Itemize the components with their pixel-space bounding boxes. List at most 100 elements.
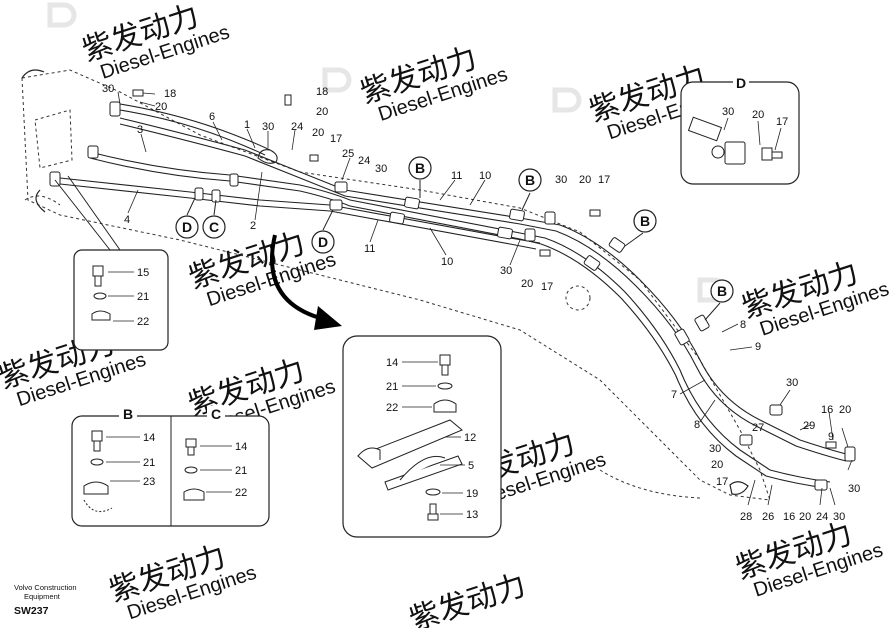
part-number: 21 [137, 291, 149, 303]
callout: 8 [740, 319, 746, 331]
section-bc-panel: B C 14 21 23 14 21 22 [71, 406, 270, 527]
callout: 25 [342, 148, 354, 160]
part-number: 22 [386, 402, 398, 414]
callout: 17 [598, 174, 610, 186]
section-marker-c[interactable]: C [202, 199, 226, 239]
bracket-detail-panel: 15 21 22 [54, 175, 169, 351]
callout: 30 [375, 163, 387, 175]
section-marker-b[interactable]: B [704, 279, 734, 321]
marker-label: B [717, 283, 727, 299]
callout: 24 [816, 511, 828, 523]
flange-icon [687, 116, 783, 165]
section-marker-d[interactable]: D [175, 197, 199, 239]
callout: 3 [137, 124, 143, 136]
callout: 10 [441, 256, 453, 268]
section-marker-b[interactable]: B [518, 168, 542, 211]
callout: 30 [833, 511, 845, 523]
leader-lines [117, 91, 853, 506]
callout: 18 [316, 86, 328, 98]
watermark-brand: 紫发动力 [406, 569, 530, 628]
callout: 20 [155, 101, 167, 113]
callout: 24 [291, 121, 303, 133]
marker-label: C [209, 219, 219, 235]
part-number: 21 [235, 465, 247, 477]
callout: 20 [839, 404, 851, 416]
part-number: 21 [386, 381, 398, 393]
part-number: 14 [143, 432, 155, 444]
callout: 20 [799, 511, 811, 523]
part-number: 19 [466, 488, 478, 500]
callout: 17 [330, 133, 342, 145]
detail-arrow [270, 234, 342, 330]
callout: 29 [803, 420, 815, 432]
callout: 30 [709, 443, 721, 455]
callout: 20 [521, 278, 533, 290]
callout: 24 [358, 155, 370, 167]
callout: 17 [716, 476, 728, 488]
part-number: 21 [143, 457, 155, 469]
callout: 18 [164, 88, 176, 100]
section-marker-b[interactable]: B [408, 156, 432, 198]
callout: 20 [711, 459, 723, 471]
marker-label: D [318, 234, 328, 250]
callout: 30 [102, 83, 114, 95]
callout: 30 [262, 121, 274, 133]
callout: 6 [209, 111, 215, 123]
callout: 30 [555, 174, 567, 186]
callout: 9 [755, 341, 761, 353]
callout: 20 [579, 174, 591, 186]
callout: 26 [762, 511, 774, 523]
drawing-code: SW237 [14, 605, 49, 617]
section-marker-b[interactable]: B [624, 209, 657, 247]
callout: 27 [752, 422, 764, 434]
callout: 7 [671, 389, 677, 401]
part-number: 5 [468, 460, 474, 472]
callout: 11 [451, 170, 462, 182]
part-number: 23 [143, 476, 155, 488]
callout: 28 [740, 511, 752, 523]
marker-label: B [415, 160, 425, 176]
callout: 30 [500, 265, 512, 277]
part-number: 12 [464, 432, 476, 444]
part-number: 17 [776, 116, 788, 128]
panel-title: C [211, 406, 221, 422]
callout: 16 [783, 511, 795, 523]
callout: 2 [250, 220, 256, 232]
callout: 9 [828, 431, 834, 443]
section-marker-d[interactable]: D [311, 209, 335, 254]
detail-d-panel: D D 30 20 17 [680, 74, 800, 185]
hydraulic-lines [59, 103, 851, 489]
callouts: 30 18 20 6 3 4 1 30 24 18 20 20 17 2 25 … [102, 83, 860, 523]
callout: 30 [786, 377, 798, 389]
part-number: 20 [752, 109, 764, 121]
boom-outline [21, 69, 771, 501]
part-number: 22 [235, 487, 247, 499]
clamp-detail-panel: 14 21 22 12 5 19 13 [342, 335, 502, 538]
part-number: 30 [722, 106, 734, 118]
part-number: 13 [466, 509, 478, 521]
marker-label: D [182, 219, 192, 235]
callout: 30 [848, 483, 860, 495]
callout: 20 [312, 127, 324, 139]
callout: 17 [541, 281, 553, 293]
caption-line2: Equipment [24, 592, 60, 601]
part-number: 14 [386, 357, 398, 369]
part-number: 22 [137, 316, 149, 328]
callout: 4 [124, 214, 130, 226]
part-number: 15 [137, 267, 149, 279]
marker-label: B [525, 172, 535, 188]
part-number: 14 [235, 441, 247, 453]
callout: 8 [694, 419, 700, 431]
panel-title: B [123, 406, 133, 422]
caption-line1: Volvo Construction [14, 583, 77, 592]
caption: Volvo Construction Equipment SW237 [14, 583, 77, 616]
callout: 11 [364, 243, 375, 255]
callout: 20 [316, 106, 328, 118]
callout: 1 [244, 119, 250, 131]
section-markers: B B B B D C D [175, 156, 734, 321]
clamps [49, 89, 856, 491]
marker-label: B [640, 213, 650, 229]
boom-edges [21, 69, 749, 495]
panel-title: D [736, 75, 746, 91]
